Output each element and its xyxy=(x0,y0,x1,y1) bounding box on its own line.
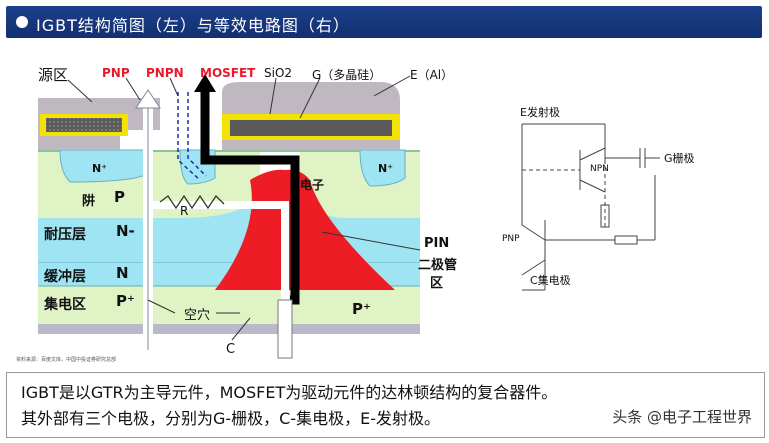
label-pnpn: PNPN xyxy=(146,66,184,80)
page-title: IGBT结构简图（左）与等效电路图（右） xyxy=(36,16,350,35)
circuit-npn-label: NPN xyxy=(590,164,609,174)
circuit-collector-label: C集电极 xyxy=(530,274,571,287)
pnp-arrow xyxy=(135,89,161,109)
pnpn-dashed-path xyxy=(177,92,201,181)
label-resistor: R xyxy=(180,204,189,218)
watermark: 头条 @电子工程世界 xyxy=(609,405,755,428)
collector-region xyxy=(38,284,420,328)
label-pin-diode: 二极管 xyxy=(418,258,458,273)
circuit-pnp-label: PNP xyxy=(502,234,520,244)
gate-poly-right xyxy=(230,120,392,136)
source-note: 资料来源：百度文库，中国中投证券研究总部 xyxy=(16,357,117,363)
label-pin: PIN xyxy=(424,236,450,251)
hole-lateral-path xyxy=(150,201,289,300)
label-gate-poly: G（多晶硅） xyxy=(312,68,382,82)
label-well: 阱 xyxy=(82,194,96,209)
title-bar: IGBT结构简图（左）与等效电路图（右） xyxy=(6,6,762,38)
circuit-emitter-label: E发射极 xyxy=(520,106,560,119)
mosfet-current-path xyxy=(200,82,300,305)
label-p: P xyxy=(114,188,125,206)
label-source-region: 源区 xyxy=(38,66,69,84)
bullet-icon xyxy=(16,16,28,28)
circuit-gate-label: G栅极 xyxy=(664,152,695,165)
label-n-plus-right: N⁺ xyxy=(378,162,394,175)
label-collector: 集电区 xyxy=(44,297,86,313)
n-plus-right xyxy=(359,149,406,187)
mosfet-arrow xyxy=(194,74,216,92)
label-pin-region: 区 xyxy=(430,276,444,291)
resistor-r xyxy=(159,194,225,210)
label-buffer-type: N xyxy=(116,264,129,282)
label-drift-type: N- xyxy=(116,222,135,240)
collector-metal-left xyxy=(38,324,420,334)
label-drift: 耐压层 xyxy=(44,227,86,243)
label-sio2: SiO2 xyxy=(264,66,293,80)
label-hole: 空穴 xyxy=(184,308,211,323)
electron-flow-region xyxy=(215,169,395,290)
label-c-terminal: C xyxy=(226,342,236,357)
label-emitter-al: E（Al） xyxy=(410,68,454,82)
label-buffer: 缓冲层 xyxy=(44,269,86,285)
label-collector-type-right: P⁺ xyxy=(352,300,371,318)
label-n-plus-left: N⁺ xyxy=(92,162,108,175)
caption-line-1: IGBT是以GTR为主导元件，MOSFET为驱动元件的达林顿结构的复合器件。 xyxy=(21,383,558,402)
equivalent-circuit xyxy=(521,123,660,291)
label-electron: 电子 xyxy=(300,178,325,192)
label-pnp: PNP xyxy=(102,66,130,80)
collector-tab xyxy=(277,299,293,359)
caption-line-2: 其外部有三个电极，分别为G-栅极，C-集电极，E-发射极。 xyxy=(21,409,441,428)
label-mosfet: MOSFET xyxy=(200,66,256,80)
label-collector-type: P⁺ xyxy=(116,292,135,310)
